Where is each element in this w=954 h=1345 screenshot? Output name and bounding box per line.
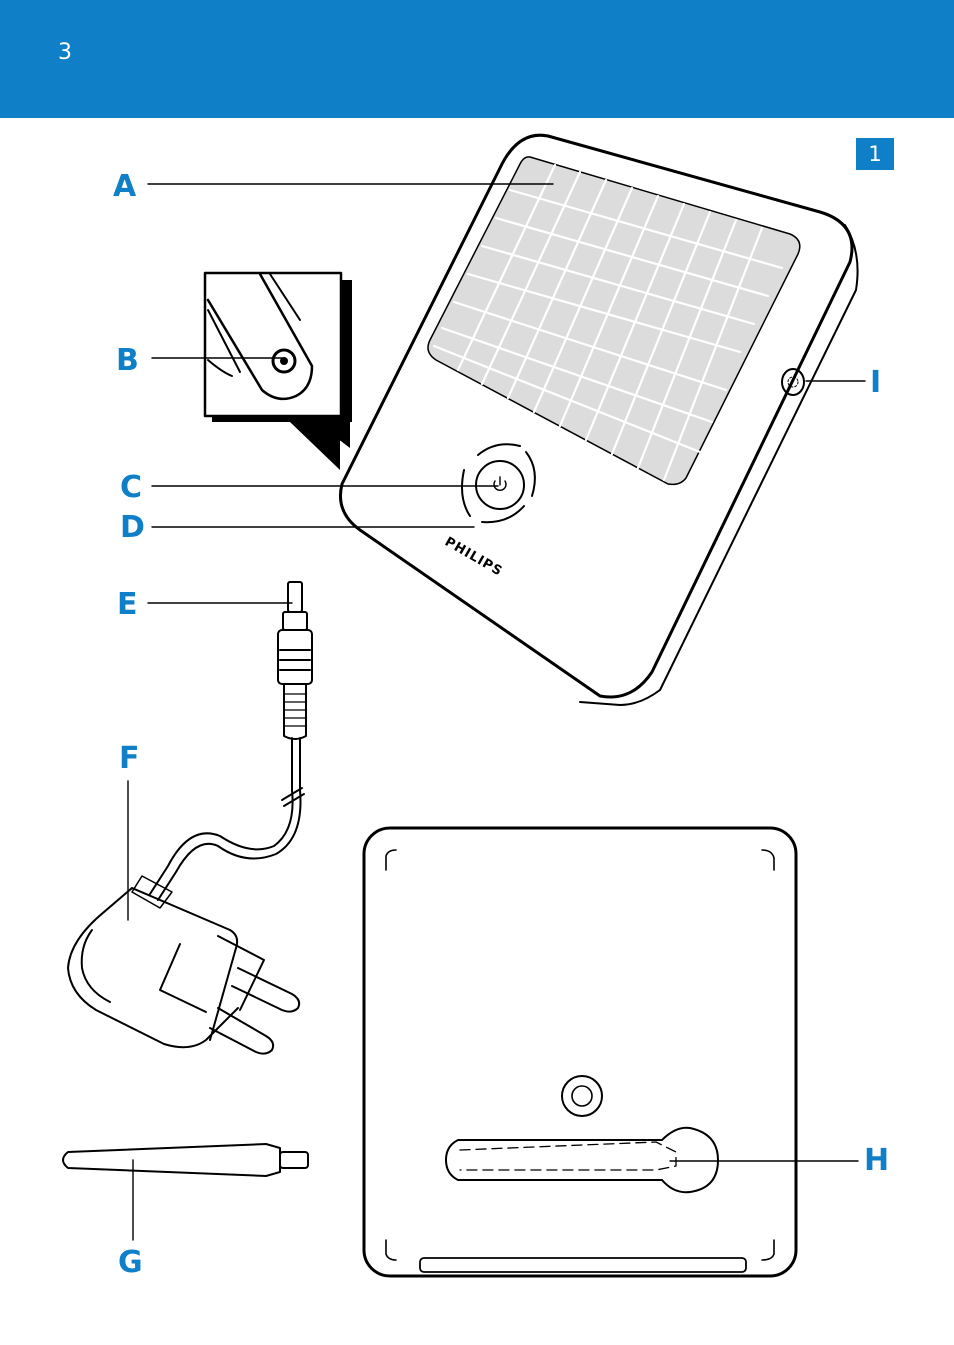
dc-plug <box>278 582 312 739</box>
wall-adapter <box>68 876 299 1054</box>
bottom-slot <box>420 1258 746 1272</box>
dc-jack-detail-inset <box>205 273 352 470</box>
stand-pin <box>63 1144 308 1176</box>
device-back <box>364 828 796 1276</box>
screw-hole <box>562 1076 602 1116</box>
power-cable <box>150 738 304 900</box>
philips-logo: PHILIPS <box>442 534 505 579</box>
keyhole-slot <box>446 1128 718 1193</box>
power-button-ring <box>462 444 535 522</box>
solar-charger-device <box>340 135 857 705</box>
power-icon <box>494 477 506 490</box>
